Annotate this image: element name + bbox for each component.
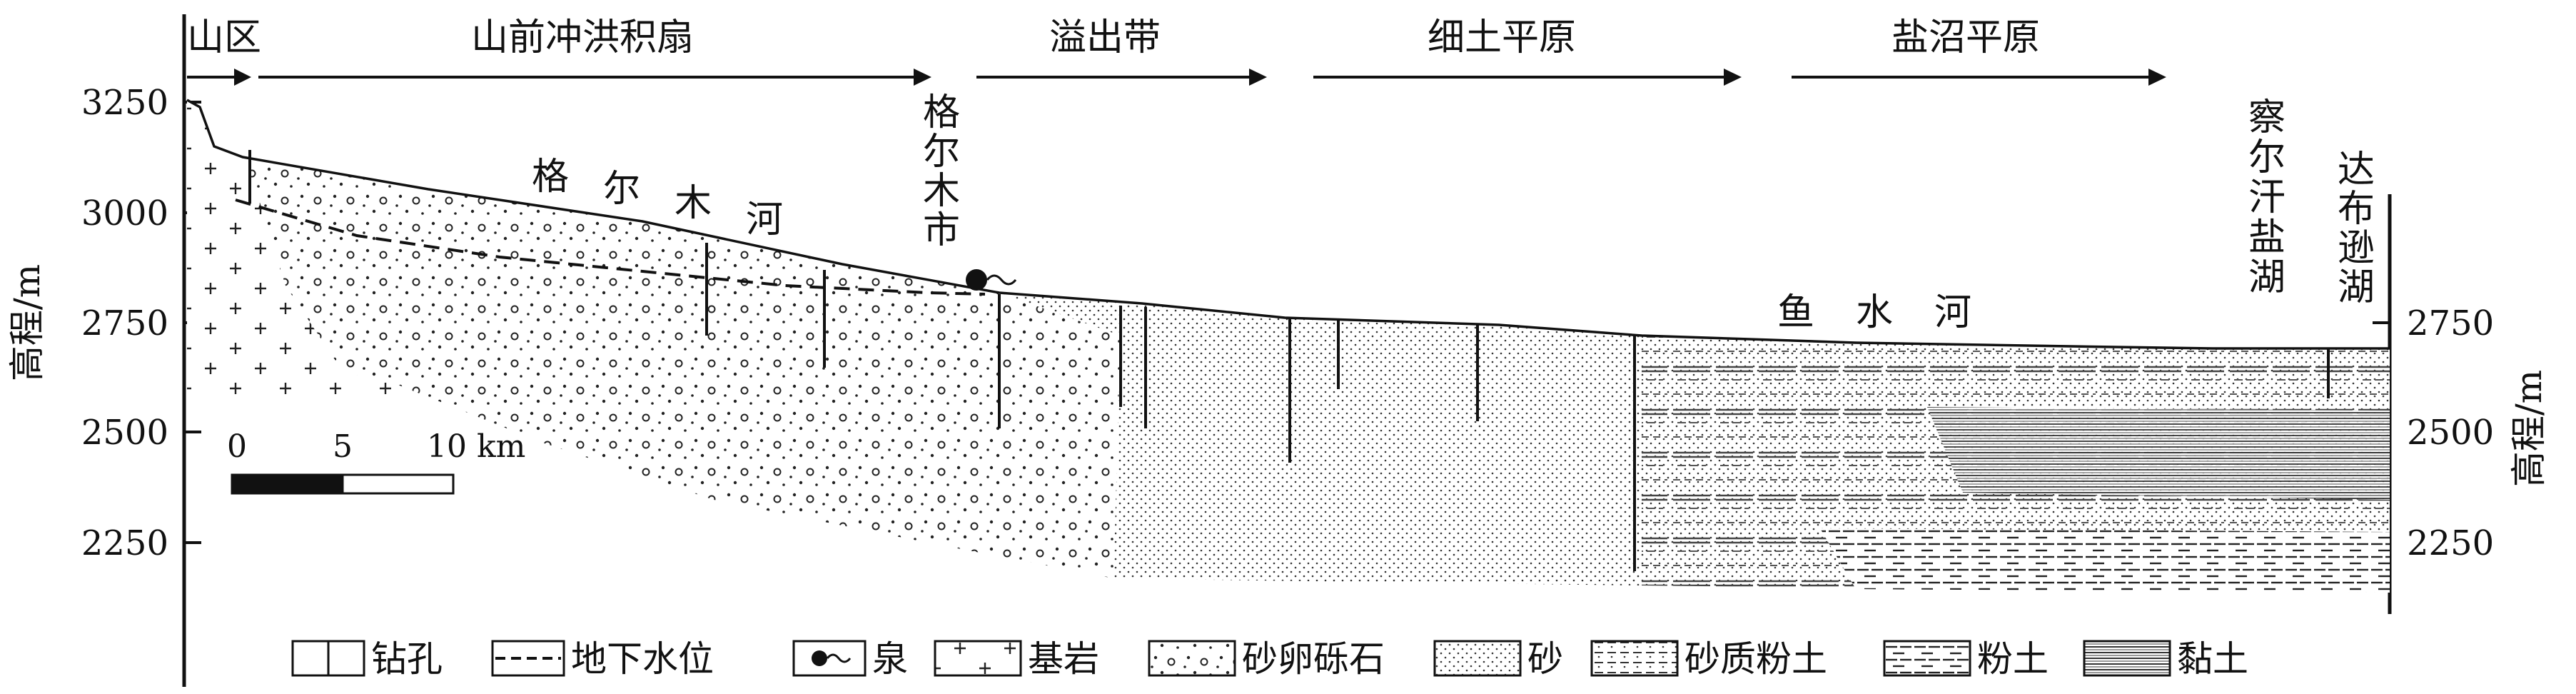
place-char: 市 <box>923 209 960 252</box>
legend-label: 砂卵砾石 <box>1242 638 1385 680</box>
place-char: 湖 <box>2338 266 2375 309</box>
legend-label: 泉 <box>872 638 908 680</box>
zone-label-alluvial-fan: 山前冲洪积扇 <box>471 16 694 59</box>
place-char: 布 <box>2338 188 2375 231</box>
zone-label-mountain: 山区 <box>187 16 261 59</box>
right-axis-label: 高程/m <box>2508 370 2550 487</box>
place-char: 察 <box>2248 96 2285 139</box>
legend-label: 钻孔 <box>371 638 443 680</box>
place-char: 逊 <box>2338 227 2375 270</box>
place-char: 汗 <box>2248 176 2285 219</box>
golmud-river-label: 格 尔 木 河 <box>532 156 783 241</box>
legend-item-borehole: 钻孔 <box>291 638 443 680</box>
legend-item-groundwater: 地下水位 <box>491 638 714 680</box>
river-char: 木 <box>675 182 712 225</box>
dabsan-lake-label: 达 布 逊 湖 <box>2338 149 2375 309</box>
legend-item-gravel: 砂卵砾石 <box>1148 638 1385 680</box>
left-tick-label: 3250 <box>81 83 168 123</box>
legend-label: 粉土 <box>1977 638 2049 680</box>
left-tick-label: 2750 <box>81 303 168 343</box>
boreholes <box>248 150 2330 571</box>
yushui-river-label: 鱼 水 河 <box>1777 291 1971 334</box>
legend-label: 黏土 <box>2177 638 2248 680</box>
legend-item-sand: 砂 <box>1433 638 1563 680</box>
qarhan-lake-label: 察 尔 汗 盐 湖 <box>2248 96 2285 299</box>
place-char: 达 <box>2338 149 2375 191</box>
sand-unit <box>999 293 1642 585</box>
groundwater-table <box>235 198 986 296</box>
legend-label: 砂 <box>1527 638 1563 680</box>
river-char: 尔 <box>603 168 640 211</box>
scale-label: 5 <box>333 428 353 465</box>
silt-band <box>1820 528 2390 593</box>
left-tick-label: 3000 <box>81 193 168 233</box>
right-axis: 2750 2500 2250 高程/m <box>2373 194 2550 614</box>
left-tick-label: 2500 <box>81 413 168 453</box>
legend-item-silt: 粉土 <box>1883 638 2049 680</box>
place-char: 湖 <box>2248 256 2285 299</box>
river-char: 河 <box>1934 291 1971 334</box>
place-char: 木 <box>923 170 960 213</box>
legend-label: 砂质粉土 <box>1684 638 1827 680</box>
place-char: 尔 <box>923 131 960 174</box>
right-tick-label: 2750 <box>2407 303 2494 343</box>
geologic-section <box>186 99 2390 593</box>
scale-label: 0 <box>227 428 247 465</box>
place-char: 格 <box>923 91 960 134</box>
scale-label: 10 km <box>427 428 525 465</box>
zone-label-fine-soil-plain: 细土平原 <box>1428 16 1576 59</box>
legend-label: 地下水位 <box>571 638 714 680</box>
legend: 钻孔 地下水位 泉 基岩 砂卵砾石 砂 <box>291 638 2248 680</box>
bedrock-unit <box>187 100 428 400</box>
zone-label-salt-marsh-plain: 盐沼平原 <box>1891 16 2040 59</box>
legend-item-bedrock: 基岩 <box>934 638 1099 680</box>
river-char: 鱼 <box>1777 291 1814 334</box>
zone-label-overflow-belt: 溢出带 <box>1049 16 1161 59</box>
legend-item-spring: 泉 <box>792 638 908 680</box>
left-tick-label: 2250 <box>81 523 168 563</box>
clay-band <box>1927 407 2390 500</box>
scale-bar: 0 5 10 km <box>227 428 525 495</box>
river-char: 水 <box>1856 291 1893 334</box>
spring-marker <box>966 269 1017 291</box>
golmud-city-label: 格 尔 木 市 <box>923 91 960 252</box>
zone-header: 山区 山前冲洪积扇 溢出带 细土平原 盐沼平原 <box>187 16 2166 86</box>
legend-item-clay: 黏土 <box>2083 638 2248 680</box>
place-char: 尔 <box>2248 136 2285 179</box>
river-char: 河 <box>746 198 783 241</box>
left-axis-label: 高程/m <box>6 264 48 381</box>
ground-surface <box>186 99 2390 350</box>
left-axis: 3250 3000 2750 2500 2250 高程/m <box>6 14 201 687</box>
right-tick-label: 2500 <box>2407 413 2494 453</box>
legend-item-sandy-silt: 砂质粉土 <box>1590 638 1827 680</box>
river-char: 格 <box>532 156 569 198</box>
legend-label: 基岩 <box>1028 638 1099 680</box>
right-tick-label: 2250 <box>2407 523 2494 563</box>
place-char: 盐 <box>2248 216 2285 259</box>
gravel-unit <box>243 157 1121 578</box>
